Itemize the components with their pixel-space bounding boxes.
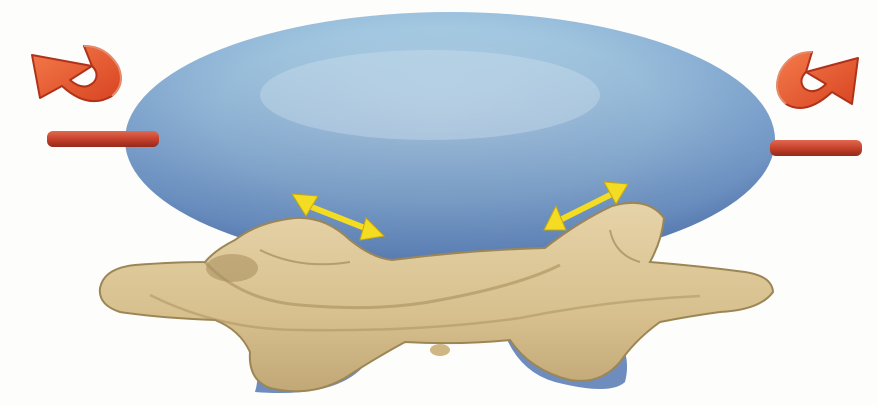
right-rod [770,140,862,156]
left-rod [47,131,159,147]
intervertebral-disc [125,12,775,268]
left-rotation-arrow [32,46,121,101]
right-rotation-arrow [777,52,858,108]
